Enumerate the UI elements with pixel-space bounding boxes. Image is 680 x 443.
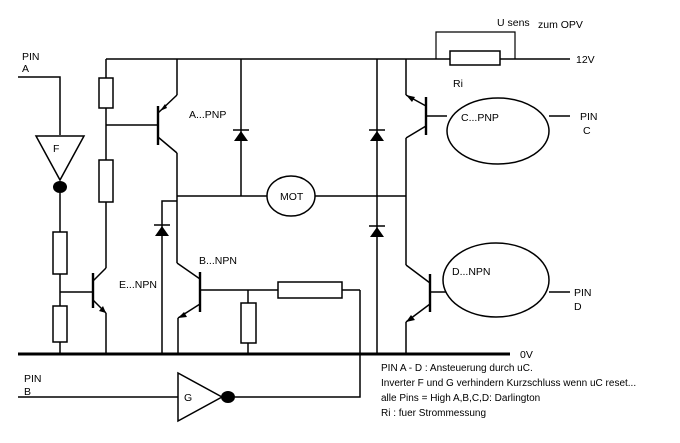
darlington-d-outline [442,242,550,318]
resistor-base-b-pulldown [240,302,257,344]
pin-c-label-2: C [583,125,591,137]
pin-d-label-2: D [574,301,582,313]
inverter-g [177,371,235,423]
inverter-g-label: G [184,392,192,404]
transistor-d-label: D...NPN [452,266,491,278]
inverter-f-label: F [53,143,59,155]
flyback-diode-bottom-left [154,224,170,236]
transistor-a-label: A...PNP [189,109,226,121]
transistor-c-label: C...PNP [461,112,499,124]
pin-b-label-1: PIN [24,373,42,385]
transistor-a-pnp [156,94,178,154]
transistor-c-pnp [405,94,428,139]
pin-b-label-2: B [24,386,31,398]
resistor-r4 [98,159,114,203]
transistor-d-npn [405,264,432,323]
resistor-r2 [52,305,68,343]
resistor-r1 [52,231,68,275]
inverter-f [34,135,86,193]
motor-label: MOT [280,191,304,203]
flyback-diode-top-left [233,129,249,141]
pin-a-label-2: A [22,63,29,75]
ov-label: 0V [520,349,533,361]
transistor-b-npn [176,262,202,319]
resistor-r3 [98,77,114,109]
pin-d-label-1: PIN [574,287,592,299]
pin-a-label-1: PIN [22,51,40,63]
zum-opv-label: zum OPV [538,19,583,31]
note-line-1: PIN A - D : Ansteuerung durch uC. [381,363,533,374]
u-sens-tap [435,31,516,59]
note-line-4: Ri : fuer Strommessung [381,408,486,419]
transistor-e-npn [91,267,107,314]
ri-sense-resistor [449,50,501,66]
inverter-g-bubble [221,391,235,403]
inverter-f-bubble [53,181,67,193]
transistor-b-label: B...NPN [199,255,237,267]
note-line-2: Inverter F und G verhindern Kurzschluss … [381,378,636,389]
resistor-base-b-series [277,281,343,299]
v12-label: 12V [576,54,595,66]
ri-label: Ri [453,78,463,90]
darlington-c-outline [446,97,550,165]
note-line-3: alle Pins = High A,B,C,D: Darlington [381,393,540,404]
flyback-diode-bottom-right [369,225,385,237]
flyback-diode-top-right [369,129,385,141]
pin-c-label-1: PIN [580,111,598,123]
u-sens-label: U sens [497,17,530,29]
pin-a-wire [18,76,61,135]
transistor-e-label: E...NPN [119,279,157,291]
